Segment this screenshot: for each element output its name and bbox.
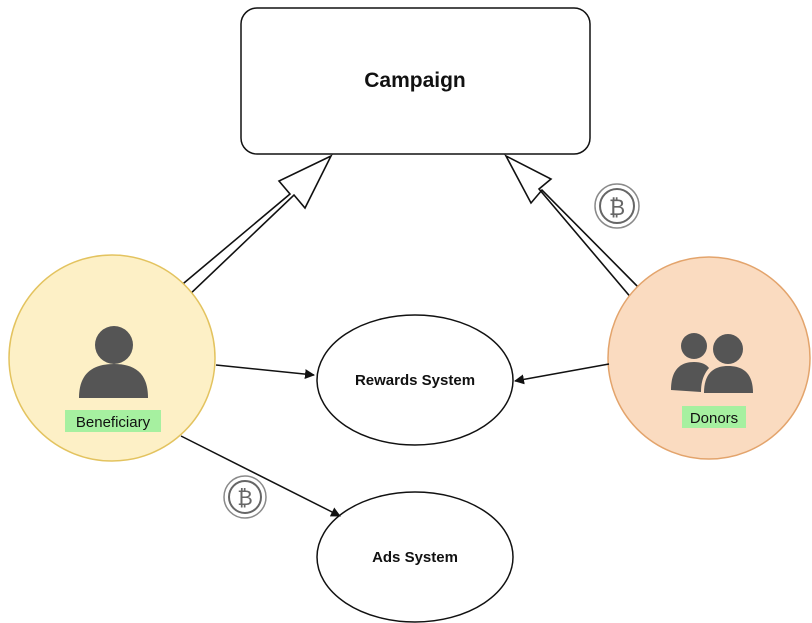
campaign-node[interactable]: Campaign [240,7,591,155]
beneficiary-node[interactable]: Beneficiary [8,254,216,462]
beneficiary-to-rewards-arrow [215,364,315,380]
svg-text:₿: ₿ [237,486,253,510]
donors-to-campaign-arrow [504,154,645,302]
donors-node[interactable]: Donors [607,256,811,460]
ads-system-label: Ads System [372,549,458,566]
beneficiary-to-campaign-arrow [176,154,333,300]
beneficiary-to-ads-arrow [180,435,341,517]
donors-label-highlight [682,406,746,428]
campaign-label: Campaign [364,69,466,92]
beneficiary-label-highlight [65,410,161,432]
donors-label: Donors [690,410,738,427]
person-icon [79,326,148,398]
beneficiary-label: Beneficiary [76,414,151,431]
rewards-system-label: Rewards System [355,372,475,389]
ads-system-node[interactable]: Ads System [316,491,514,623]
svg-text:₿: ₿ [609,196,625,221]
coin-icon: ₿ [594,183,640,229]
coin-icon: ₿ [223,475,267,519]
donors-to-rewards-arrow [514,363,610,385]
people-icon [671,333,753,393]
rewards-system-node[interactable]: Rewards System [316,314,514,446]
